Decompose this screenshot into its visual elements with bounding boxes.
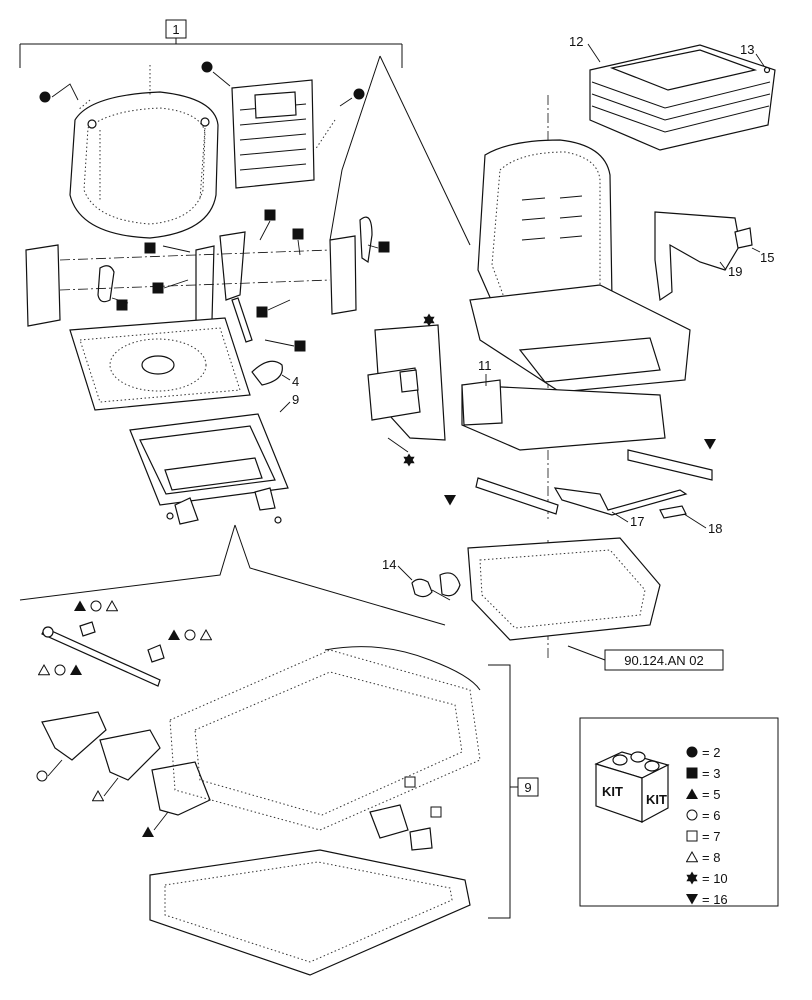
legend-text-6: = 6	[702, 808, 720, 823]
seat-back	[477, 139, 613, 321]
callout-1: 1	[172, 22, 179, 37]
legend-text-2: = 2	[702, 745, 720, 760]
adjuster-rod	[41, 627, 161, 687]
part-4-knob	[251, 360, 283, 386]
marker-kit8	[106, 600, 118, 612]
rail-left-16	[475, 477, 559, 515]
marker-kit2	[201, 61, 213, 73]
marker-kit3	[292, 228, 304, 240]
marker-kit5	[74, 600, 86, 611]
marker-kit6	[54, 664, 66, 676]
legend-symbol-filled-square	[686, 767, 698, 779]
marker-kit3	[294, 340, 306, 352]
marker-kit8	[92, 790, 104, 802]
marker-kit2	[353, 88, 365, 100]
bracket-1	[19, 38, 403, 68]
marker-kit7	[404, 776, 416, 788]
marker-kit5	[142, 826, 154, 837]
right-hinge	[329, 235, 357, 315]
armrest-19	[654, 211, 741, 302]
legend-text-10: = 10	[702, 871, 728, 886]
legend-text-3: = 3	[702, 766, 720, 781]
marker-kit5	[70, 664, 82, 675]
marker-kit8	[38, 664, 50, 676]
kit-word-2: KIT	[646, 792, 667, 807]
marker-kit10	[403, 453, 415, 467]
slide-detail-group: 9	[36, 600, 539, 976]
legend-text-7: = 7	[702, 829, 720, 844]
callout-18: 18	[708, 521, 722, 536]
legend-text-5: = 5	[702, 787, 720, 802]
marker-kit3	[264, 209, 276, 221]
slide-frame	[149, 849, 471, 976]
legend-text-8: = 8	[702, 850, 720, 865]
callout-15: 15	[760, 250, 774, 265]
callout-9b: 9	[524, 780, 531, 795]
marker-kit6	[184, 629, 196, 641]
callout-12: 12	[569, 34, 583, 49]
callout-4: 4	[292, 374, 299, 389]
part-15	[734, 227, 753, 249]
marker-kit3	[144, 242, 156, 254]
legend-text-16: = 16	[702, 892, 728, 907]
legend-symbol-open-circle	[686, 809, 698, 821]
marker-kit10	[423, 313, 435, 327]
sensor-14	[411, 578, 433, 598]
lever-6	[41, 711, 107, 761]
plate-11	[461, 384, 666, 451]
marker-kit16	[704, 439, 716, 450]
marker-kit2	[39, 91, 51, 103]
kit-word-1: KIT	[602, 784, 623, 799]
bracket-9	[488, 664, 511, 919]
kit-legend: KIT KIT = 2 = 3 = 5 = 6 = 7 = 8 = 10 = 1…	[579, 717, 779, 907]
marker-kit6	[90, 600, 102, 612]
assembly-1-group: 1 4 9	[19, 19, 471, 626]
slide-upper	[169, 649, 481, 831]
reference-label: 90.124.AN 02	[624, 653, 704, 668]
handle-17	[553, 487, 688, 516]
lever-5	[151, 761, 211, 816]
legend-symbol-open-square	[686, 830, 698, 842]
legend-rows: = 2 = 3 = 5 = 6 = 7 = 8 = 10 = 16	[686, 745, 728, 907]
rail-right-16	[627, 449, 713, 481]
marker-kit8	[200, 629, 212, 641]
legend-symbol-filled-circle	[686, 746, 698, 758]
left-hinge	[25, 244, 61, 327]
marker-kit3	[256, 306, 268, 318]
suspension-base	[467, 537, 661, 641]
marker-kit3	[152, 282, 164, 294]
marker-kit7	[430, 806, 442, 818]
callout-11: 11	[478, 358, 492, 373]
marker-kit5	[168, 629, 180, 640]
backrest-cushion	[69, 91, 219, 239]
grip-18	[659, 505, 687, 519]
marker-kit6	[36, 770, 48, 782]
callout-13: 13	[740, 42, 754, 57]
marker-kit3	[378, 241, 390, 253]
callout-19: 19	[728, 264, 742, 279]
marker-kit16	[444, 495, 456, 506]
seat-assembly-group: 12 13 15 19 11	[367, 34, 776, 671]
kit-markers-left	[39, 61, 390, 352]
callout-17: 17	[630, 514, 644, 529]
part-13-screw	[763, 66, 771, 74]
lever-8	[99, 729, 161, 781]
callout-14: 14	[382, 557, 396, 572]
reference-box	[604, 649, 724, 671]
callout-9a: 9	[292, 392, 299, 407]
legend-box	[579, 717, 779, 907]
latch-7	[369, 804, 409, 839]
